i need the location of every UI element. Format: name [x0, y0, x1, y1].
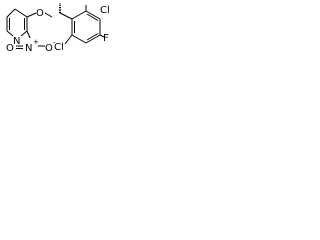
bond: [26, 30, 31, 39]
stereocenter-bonds: [59, 3, 73, 20]
atom-label-fluorine: F: [103, 33, 109, 44]
halogen-bonds: [64, 5, 105, 45]
atom-label-nitro-o-right: O: [45, 43, 53, 54]
atom-label-nitro-o-left: O: [6, 43, 14, 54]
bond: [86, 13, 99, 21]
atom-label-nitro-n: N: [25, 43, 32, 54]
bond: [71, 10, 87, 20]
bond: [59, 12, 73, 20]
bond: [71, 34, 87, 44]
bond: [6, 8, 16, 18]
atom-label-nitro-n-charge: +: [33, 38, 39, 46]
bond: [26, 12, 37, 18]
chemical-structure-diagram: N O N + O O - Cl F Cl: [6, 3, 110, 54]
atom-label-nitro-o-charge: -: [53, 39, 56, 47]
atom-label-ether-o: O: [36, 8, 44, 19]
bond: [85, 34, 101, 44]
bond: [20, 30, 28, 37]
bond: [6, 30, 14, 37]
bond: [44, 12, 53, 18]
substituent-bonds: [16, 12, 53, 49]
benzene-ring: [71, 10, 101, 44]
bond: [64, 34, 73, 45]
atom-label-cl-top: Cl: [100, 5, 110, 16]
bond: [85, 10, 101, 20]
bond: [14, 8, 28, 18]
atom-label-cl-bottom: Cl: [54, 42, 64, 53]
pyridine-ring: [6, 8, 28, 37]
atom-label-pyridine-n: N: [13, 36, 20, 47]
bond: [86, 33, 99, 41]
bond: [99, 34, 105, 38]
